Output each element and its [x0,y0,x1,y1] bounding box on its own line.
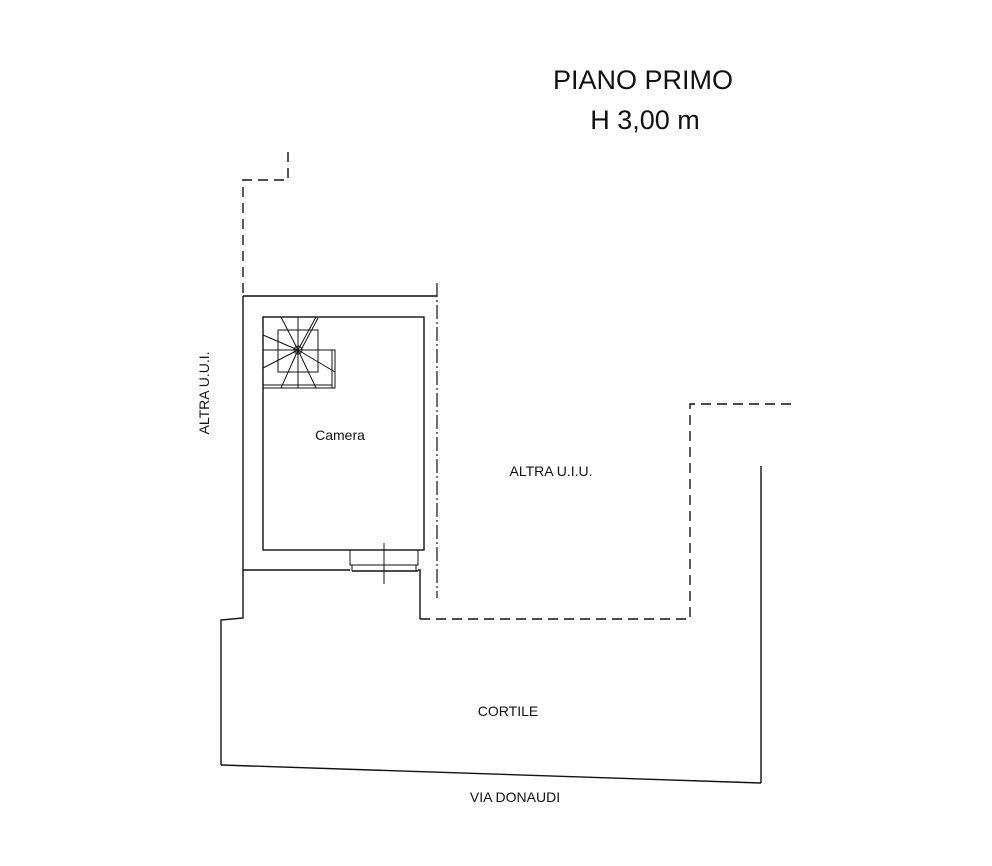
room-label-altra-uiu: ALTRA U.I.U. [510,463,593,479]
room-label-altra-uui: ALTRA U.U.I. [196,352,212,435]
door [349,543,419,584]
neighbor-boundary-right [420,403,792,620]
spiral-staircase [262,316,336,389]
room-label-cortile: CORTILE [478,703,538,719]
plan-title: PIANO PRIMO [553,65,733,95]
street-label: VIA DONAUDI [470,789,560,805]
room-label-camera: Camera [315,427,365,443]
building-walls [220,283,438,765]
plan-height: H 3,00 m [590,105,700,135]
courtyard-boundary [220,466,762,784]
neighbor-boundary-top-left [242,152,289,296]
